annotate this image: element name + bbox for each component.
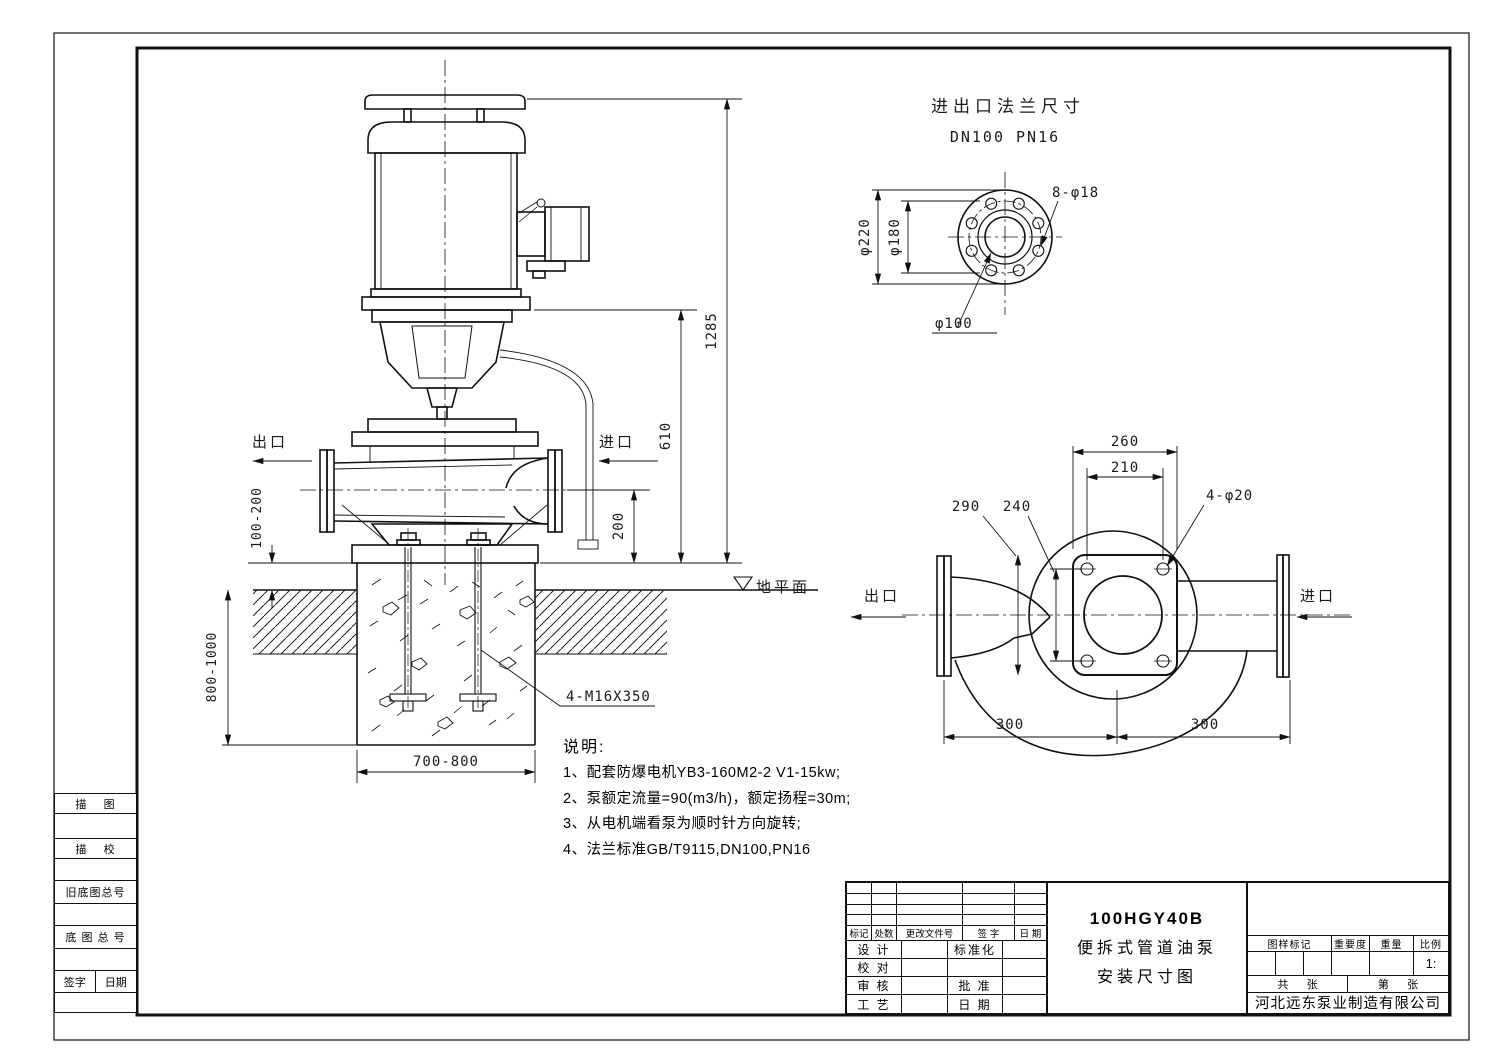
flange-detail-labels: 进出口法兰尺寸 DN100 PN16 φ220 φ180 φ100 8-φ18 <box>857 97 1099 332</box>
title-block-revision-section: 标记 处数 更改文件号 签 字 日 期 设 计 标准化 校 对 审 核 批 准 … <box>847 883 1048 1013</box>
elevation-view <box>253 60 818 746</box>
plan-inlet-label: 进口 <box>1300 588 1336 605</box>
flange-detail-view <box>948 172 1062 315</box>
revision-header-cell: 更改文件号 <box>897 926 963 941</box>
dim-8-phi18: 8-φ18 <box>1052 185 1099 201</box>
motor-cap <box>364 94 526 110</box>
terminal-box <box>516 198 590 279</box>
title-block-info-section: 图样标记 重要度 重量 比例 1: 共 张 第 张 河北远东泵业制造有限公司 <box>1248 883 1448 1013</box>
info-header-row: 图样标记 重要度 重量 比例 <box>1248 936 1448 952</box>
dim-800-1000: 800-1000 <box>205 632 220 703</box>
fan-cowl <box>367 121 526 154</box>
dim-4-phi20: 4-φ20 <box>1206 488 1253 504</box>
margin-row-label: 描 校 <box>55 839 136 859</box>
signature-date-row: 签字 日期 <box>55 971 136 993</box>
title-block: 标记 处数 更改文件号 签 字 日 期 设 计 标准化 校 对 审 核 批 准 … <box>845 881 1450 1015</box>
info-value-row: 1: <box>1248 951 1448 976</box>
info-header-cell: 图样标记 <box>1248 936 1332 952</box>
approval-label: 审 核 <box>847 977 902 995</box>
sheet-count-row: 共 张 第 张 <box>1248 976 1448 993</box>
approval-label: 校 对 <box>847 959 902 977</box>
margin-row-label: 描 图 <box>55 794 136 814</box>
dim-300-right: 300 <box>1191 717 1219 733</box>
info-header-cell: 重要度 <box>1332 936 1370 952</box>
dim-100-200: 100-200 <box>250 487 265 549</box>
margin-row-label: 底 图 总 号 <box>55 926 136 949</box>
plan-outlet-label: 出口 <box>864 588 900 605</box>
baseplate <box>351 544 539 564</box>
margin-row-label: 旧底图总号 <box>55 881 136 904</box>
dim-200: 200 <box>611 512 627 540</box>
revision-header-cell: 标记 <box>847 926 872 941</box>
info-header-cell: 比例 <box>1414 936 1448 952</box>
dim-610: 610 <box>658 422 674 450</box>
notes-title: 说明: <box>563 739 606 756</box>
flange-view-subtitle: DN100 PN16 <box>950 128 1060 146</box>
approval-label <box>948 959 1003 977</box>
revision-header-cell: 处数 <box>872 926 897 941</box>
approval-grid: 设 计 标准化 校 对 审 核 批 准 工 艺 日 期 <box>847 941 1046 1013</box>
anchor-bolts <box>389 528 497 712</box>
note-line: 4、法兰标准GB/T9115,DN100,PN16 <box>563 841 811 858</box>
notes-block: 说明: 1、配套防爆电机YB3-160M2-2 V1-15kw; 2、泵额定流量… <box>563 733 908 863</box>
inlet-label: 进口 <box>599 434 635 451</box>
margin-table: 描 图 描 校 旧底图总号 底 图 总 号 签字 日期 <box>54 793 137 1013</box>
ground <box>253 576 818 655</box>
elevation-labels: 1285 610 200 100-200 800-1000 700-800 4-… <box>205 312 810 770</box>
plan-dimensions <box>850 446 1352 744</box>
approval-label: 日 期 <box>948 995 1003 1013</box>
revision-header-row: 标记 处数 更改文件号 签 字 日 期 <box>847 926 1046 941</box>
dim-260: 260 <box>1111 434 1139 450</box>
dim-210: 210 <box>1111 460 1139 476</box>
plan-view <box>902 530 1350 757</box>
approval-label: 工 艺 <box>847 995 902 1013</box>
approval-label: 标准化 <box>948 941 1003 959</box>
ground-level-symbol <box>732 576 754 591</box>
sheet-frame <box>53 32 1470 1041</box>
revision-header-cell: 日 期 <box>1015 926 1046 941</box>
note-line: 2、泵额定流量=90(m3/h)，额定扬程=30m; <box>563 790 851 807</box>
pump-model: 100HGY40B <box>1089 909 1205 928</box>
revision-header-cell: 签 字 <box>963 926 1015 941</box>
dim-phi100: φ100 <box>935 316 973 332</box>
dim-phi220: φ220 <box>857 218 873 256</box>
plan-labels: 260 210 290 240 4-φ20 300 300 出口 进口 <box>864 434 1336 733</box>
company-name: 河北远东泵业制造有限公司 <box>1255 995 1441 1012</box>
signature-label: 签字 <box>55 971 96 992</box>
motor-body <box>374 152 518 290</box>
revision-empty-grid <box>847 883 1046 926</box>
pump-name: 便拆式管道油泵 <box>1076 940 1217 957</box>
scale-value: 1: <box>1414 951 1448 976</box>
pump-bracket <box>371 309 513 420</box>
info-header-cell: 重量 <box>1370 936 1414 952</box>
ground-level-label: 地平面 <box>756 579 810 596</box>
dim-240: 240 <box>1003 499 1031 515</box>
dim-1285: 1285 <box>704 312 720 350</box>
dim-290: 290 <box>952 499 980 515</box>
sheet-number: 第 张 <box>1348 976 1448 993</box>
info-empty-cell <box>1248 883 1448 936</box>
total-sheets: 共 张 <box>1248 976 1348 993</box>
foundation <box>356 563 536 746</box>
flange-detail-dimensions <box>872 189 1059 334</box>
dim-300-left: 300 <box>996 717 1024 733</box>
approval-label: 设 计 <box>847 941 902 959</box>
elevation-dimensions <box>222 98 742 783</box>
title-block-drawing-title: 100HGY40B 便拆式管道油泵 安装尺寸图 <box>1048 883 1248 1013</box>
note-line: 3、从电机端看泵为顺时针方向旋转; <box>563 816 802 832</box>
drawing-type: 安装尺寸图 <box>1096 969 1197 986</box>
date-label: 日期 <box>104 976 127 989</box>
flange-view-title: 进出口法兰尺寸 <box>931 97 1085 116</box>
outlet-label: 出口 <box>252 434 288 451</box>
dim-700-800: 700-800 <box>413 754 479 770</box>
pump-casing <box>319 349 599 550</box>
note-line: 1、配套防爆电机YB3-160M2-2 V1-15kw; <box>563 765 841 781</box>
anchor-bolt-label: 4-M16X350 <box>566 689 651 705</box>
approval-label: 批 准 <box>948 977 1003 995</box>
dim-phi180: φ180 <box>887 218 903 256</box>
